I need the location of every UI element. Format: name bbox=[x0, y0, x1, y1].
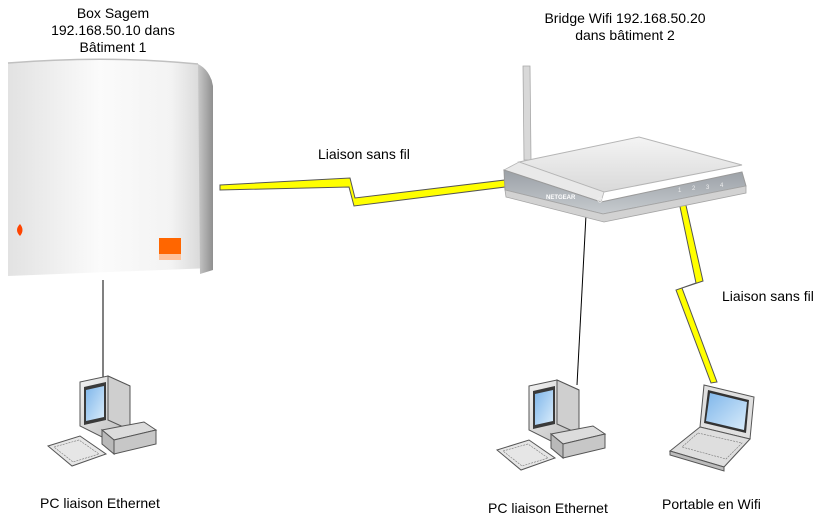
bridge-port-2: 2 bbox=[692, 186, 696, 192]
bridge-label-line-1: Bridge Wifi 192.168.50.20 bbox=[544, 10, 706, 26]
bridge-port-3: 3 bbox=[706, 185, 710, 191]
lightning-icon bbox=[219, 177, 506, 207]
router-icon bbox=[7, 58, 213, 277]
laptop-label: Portable en Wifi bbox=[662, 496, 761, 512]
pc1-label: PC liaison Ethernet bbox=[40, 495, 160, 511]
netgear-brand: NETGEAR bbox=[546, 195, 576, 201]
lightning-icon bbox=[675, 200, 718, 384]
ethernet-line-bridge-pc bbox=[576, 214, 587, 386]
bridge-port-4: 4 bbox=[720, 183, 724, 189]
box-label-line-1: Box Sagem bbox=[76, 5, 150, 21]
laptop-icon bbox=[668, 384, 755, 472]
box-label-line-3: Bâtiment 1 bbox=[79, 39, 147, 55]
bridge-wifi-label: Bridge Wifi 192.168.50.20 dans bâtiment … bbox=[510, 10, 740, 44]
bridge-label-line-2: dans bâtiment 2 bbox=[575, 27, 675, 43]
wireless-link-label-laptop: Liaison sans fil bbox=[722, 288, 814, 304]
desktop-pc-icon bbox=[495, 379, 607, 471]
bridge-port-1: 1 bbox=[678, 188, 682, 194]
box-sagem-label: Box Sagem 192.168.50.10 dans Bâtiment 1 bbox=[28, 5, 198, 56]
box-label-line-2: 192.168.50.10 dans bbox=[51, 22, 175, 38]
wireless-link-label-main: Liaison sans fil bbox=[318, 146, 410, 162]
pc2-label: PC liaison Ethernet bbox=[488, 500, 608, 516]
wifi-bridge-icon: NETGEAR 1 2 3 4 bbox=[502, 65, 747, 223]
desktop-pc-icon bbox=[46, 375, 158, 467]
